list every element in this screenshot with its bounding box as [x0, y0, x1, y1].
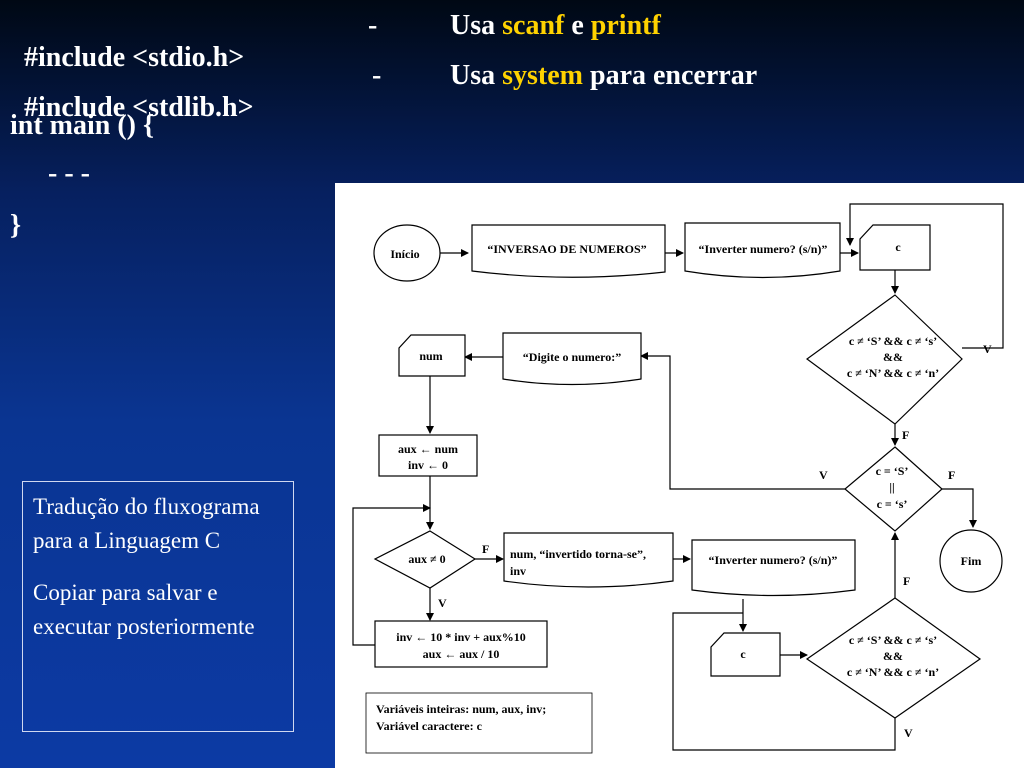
shape-out-prompt1 — [684, 222, 841, 279]
label-cond1-false: F — [902, 428, 909, 442]
arrow-cond2-false — [942, 488, 977, 528]
arrow-loop-back — [352, 504, 431, 646]
shape-vars-box — [365, 692, 593, 754]
label-loop-false: F — [482, 542, 489, 556]
label-assign2-l1: inv ← 10 * inv + aux%10 — [396, 630, 526, 644]
code-system: system — [502, 60, 583, 91]
code-include-stdlib: #include <stdlib.h> — [24, 92, 254, 123]
code-comment-2: Usa system para encerrar — [450, 60, 757, 92]
label-cond1-true: V — [983, 342, 992, 356]
label-cond1-l2: && — [883, 350, 903, 364]
label-out-prompt1: “Inverter numero? (s/n)” — [699, 242, 828, 256]
label-vars-l1: Variáveis inteiras: num, aux, inv; — [376, 702, 546, 716]
label-out-result-l2: inv — [510, 564, 526, 578]
note-translation: Tradução do fluxograma para a Linguagem … — [33, 494, 260, 553]
shape-assign1 — [378, 434, 478, 477]
shape-out-prompt2 — [691, 539, 856, 597]
code-line-main: int main () { — [10, 110, 155, 141]
label-inicio: Início — [390, 247, 419, 261]
label-out-result-l1: num, “invertido torna-se”, — [510, 547, 646, 561]
label-loop-cond: aux ≠ 0 — [408, 552, 445, 566]
code-line-close-brace: } — [10, 210, 22, 241]
shape-fim — [939, 529, 1003, 593]
label-cond2-l2: || — [889, 480, 894, 494]
label-cond2-l1: c = ‘S’ — [876, 464, 909, 478]
code-dash-1: - — [368, 10, 378, 41]
label-fim: Fim — [961, 554, 982, 568]
shape-cond3 — [805, 597, 982, 719]
label-cond3-l1: c ≠ ‘S’ && c ≠ ‘s’ — [849, 633, 937, 647]
label-loop-true: V — [438, 596, 447, 610]
label-in-c2: c — [740, 647, 746, 661]
label-assign1-l1: aux ← num — [398, 442, 458, 456]
label-vars-l2: Variável caractere: c — [376, 719, 483, 733]
arrow-cond1-true-loop — [846, 203, 1004, 349]
code-scanf: scanf — [502, 10, 565, 41]
label-cond3-l2: && — [883, 649, 903, 663]
code-dash-2: - — [372, 60, 382, 91]
shape-out-digite — [502, 332, 642, 386]
shape-out-result — [503, 532, 674, 588]
shape-loop-cond — [373, 530, 477, 589]
label-assign2-l2: aux ← aux / 10 — [423, 647, 500, 661]
label-cond2-true: V — [819, 468, 828, 482]
label-cond2-false: F — [948, 468, 955, 482]
code-line-ellipsis: - - - — [48, 158, 90, 189]
note-box: Tradução do fluxograma para a Linguagem … — [22, 481, 294, 732]
code-para-encerrar: para encerrar — [583, 60, 758, 91]
shape-in-c2 — [710, 632, 781, 677]
label-in-c1: c — [895, 240, 901, 254]
label-cond3-false: F — [903, 574, 910, 588]
code-usa-2: Usa — [450, 60, 503, 91]
label-out-title: “INVERSAO DE NUMEROS” — [487, 242, 646, 256]
label-out-digite: “Digite o numero:” — [523, 350, 621, 364]
label-out-prompt2: “Inverter numero? (s/n)” — [709, 553, 838, 567]
code-line-include-stdlib: #include <stdlib.h> — [10, 60, 254, 124]
shape-out-title — [471, 224, 666, 278]
note-copy: Copiar para salvar e executar posteriorm… — [33, 580, 255, 639]
code-comment-1: Usa scanf e printf — [450, 10, 661, 42]
flowchart-panel: Início “INVERSAO DE NUMEROS” “Inverter n… — [335, 183, 1024, 768]
shape-cond2 — [844, 446, 943, 532]
label-cond1-l3: c ≠ ‘N’ && c ≠ ‘n’ — [847, 366, 939, 380]
code-usa-1: Usa — [450, 10, 503, 41]
arrow-cond2-true — [640, 352, 845, 490]
arrow-cond3-true — [672, 612, 896, 751]
label-in-num: num — [419, 349, 442, 363]
shape-in-num — [398, 334, 466, 377]
label-assign1-l2: inv ← 0 — [408, 458, 448, 472]
shape-assign2 — [374, 620, 548, 668]
label-cond3-true: V — [904, 726, 913, 740]
shape-cond1 — [805, 294, 963, 425]
label-cond1-l1: c ≠ ‘S’ && c ≠ ‘s’ — [849, 334, 937, 348]
label-cond2-l3: c = ‘s’ — [877, 497, 908, 511]
code-include-stdio: #include <stdio.h> — [24, 42, 245, 73]
label-cond3-l3: c ≠ ‘N’ && c ≠ ‘n’ — [847, 665, 939, 679]
code-line-include-stdio: #include <stdio.h> — [10, 10, 244, 74]
shape-inicio — [373, 224, 441, 282]
shape-in-c1 — [859, 224, 931, 271]
flowchart-diagram: Início “INVERSAO DE NUMEROS” “Inverter n… — [352, 203, 1004, 754]
code-e: e — [564, 10, 591, 41]
code-printf: printf — [590, 10, 661, 41]
